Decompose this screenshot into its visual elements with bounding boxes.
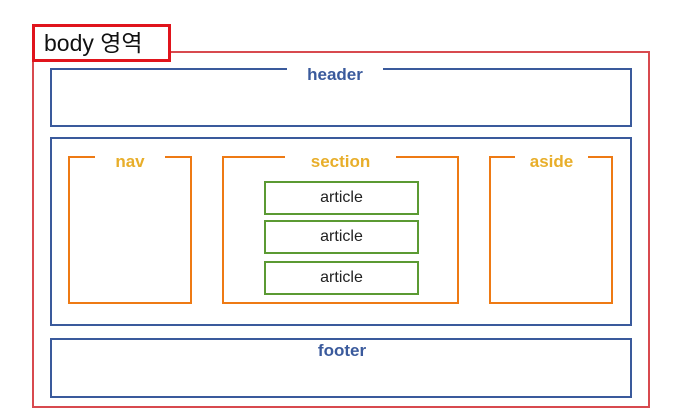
aside-box [489,156,613,304]
header-label: header [287,65,383,85]
article-box-2: article [264,220,419,254]
footer-label: footer [296,341,388,361]
article-box-3: article [264,261,419,295]
nav-label: nav [95,152,165,172]
article-box-1: article [264,181,419,215]
section-label: section [285,152,396,172]
body-area-label: body 영역 [32,24,171,62]
article-label-3: article [320,269,363,286]
article-label-1: article [320,189,363,206]
nav-box [68,156,192,304]
aside-label: aside [515,152,588,172]
footer-box [50,338,632,398]
article-label-2: article [320,228,363,245]
